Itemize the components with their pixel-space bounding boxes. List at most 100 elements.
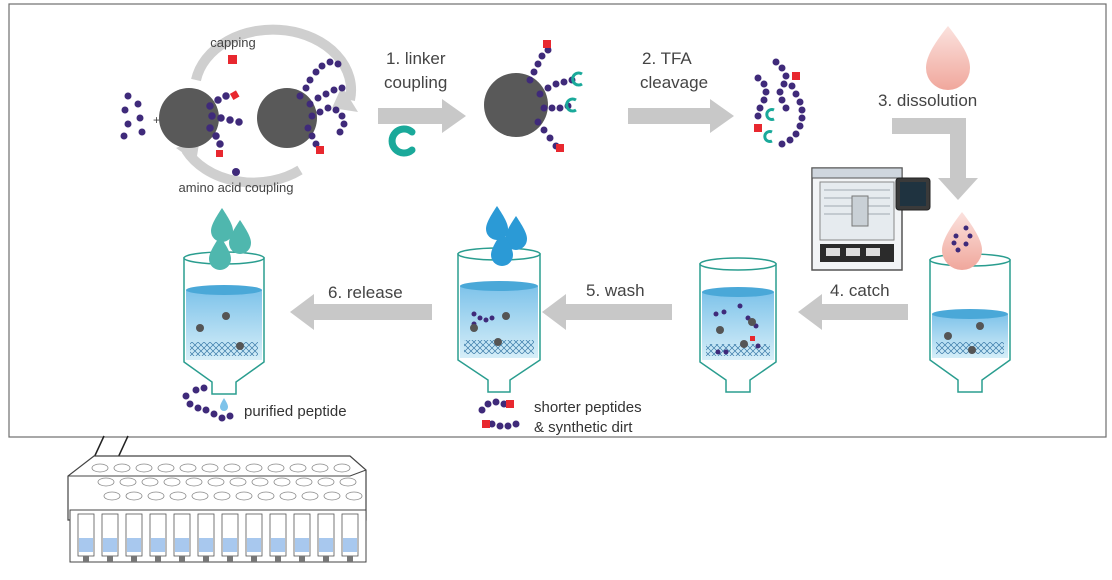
plate-tube-liquid xyxy=(271,538,285,552)
linker-icon xyxy=(571,71,583,87)
step1-label-line1: 1. linker xyxy=(386,49,446,68)
well-plate-icon xyxy=(67,435,367,563)
step2-label-line2: cleavage xyxy=(640,73,708,92)
cartridge-icon xyxy=(457,206,541,393)
droplet-icon xyxy=(491,232,513,266)
plate-well xyxy=(179,463,197,473)
peptide-chains-left xyxy=(206,92,243,148)
cartridge-icon xyxy=(929,212,1011,393)
plate-well xyxy=(141,477,159,487)
cap-marker xyxy=(316,146,324,154)
step1-arrow xyxy=(378,99,466,133)
plate-tube-tip xyxy=(131,556,137,562)
plate-tube-liquid xyxy=(79,538,93,552)
plate-well xyxy=(273,477,291,487)
amino-acid-icon xyxy=(232,168,240,176)
plate-well xyxy=(185,477,203,487)
cartridge-icon xyxy=(699,257,777,393)
step4-label: 4. catch xyxy=(830,281,890,300)
plate-well xyxy=(267,463,285,473)
step2-label-line1: 2. TFA xyxy=(642,49,692,68)
plate-well xyxy=(103,491,121,501)
resin-bead-icon xyxy=(159,88,219,148)
plate-tube-liquid xyxy=(127,538,141,552)
step1-linker-coupling: 1. linker coupling xyxy=(378,49,466,157)
plate-well xyxy=(339,477,357,487)
free-amino-acids xyxy=(120,92,146,140)
cartridge-icon xyxy=(183,208,265,411)
plate-well xyxy=(97,477,115,487)
droplet-icon xyxy=(209,236,231,270)
synthetic-dirt-label: & synthetic dirt xyxy=(534,419,633,436)
purified-peptide-label: purified peptide xyxy=(244,403,347,420)
step6-arrow xyxy=(290,294,432,330)
plate-tube-tip xyxy=(347,556,353,562)
plate-well xyxy=(229,477,247,487)
droplet-icon xyxy=(505,216,527,250)
synthesis-cycle: capping amino acid coupling + xyxy=(120,24,358,195)
plate-well xyxy=(213,491,231,501)
plate-well xyxy=(191,491,209,501)
linker-icon xyxy=(763,130,773,143)
plate-well xyxy=(135,463,153,473)
plate-tube-tip xyxy=(203,556,209,562)
droplet-icon xyxy=(486,206,508,240)
cap-marker xyxy=(229,90,240,100)
plate-well xyxy=(163,477,181,487)
plate-well xyxy=(301,491,319,501)
plate-well xyxy=(311,463,329,473)
step6-label: 6. release xyxy=(328,283,403,302)
plate-tube-liquid xyxy=(319,538,333,552)
plate-well xyxy=(223,463,241,473)
plate-tube-liquid xyxy=(103,538,117,552)
plate-tube-tip xyxy=(107,556,113,562)
plate-tube-liquid xyxy=(199,538,213,552)
linker-icon xyxy=(565,97,577,113)
plate-tube-tip xyxy=(227,556,233,562)
step3-dissolution: 3. dissolution xyxy=(878,26,978,200)
cap-marker xyxy=(506,400,514,408)
amino-acid-coupling-label: amino acid coupling xyxy=(179,180,294,195)
plate-well xyxy=(201,463,219,473)
plate-well xyxy=(345,491,363,501)
plate-tube-tip xyxy=(155,556,161,562)
robot-icon xyxy=(811,167,931,271)
shorter-peptides-icon xyxy=(478,398,520,430)
plate-well xyxy=(125,491,143,501)
droplet-icon xyxy=(211,208,233,242)
plate-well xyxy=(147,491,165,501)
plate-well xyxy=(91,463,109,473)
plate-tube-liquid xyxy=(151,538,165,552)
step3-label: 3. dissolution xyxy=(878,91,977,110)
plate-well xyxy=(169,491,187,501)
cap-marker xyxy=(556,144,564,152)
plate-tube-liquid xyxy=(223,538,237,552)
plate-tube-liquid xyxy=(343,538,357,552)
droplet-icon xyxy=(229,220,251,254)
step4-arrow xyxy=(798,294,908,330)
plate-well xyxy=(289,463,307,473)
plate-well xyxy=(245,463,263,473)
plate-tube-tip xyxy=(299,556,305,562)
step5-arrow xyxy=(542,294,672,330)
shorter-peptides-label: shorter peptides xyxy=(534,399,642,416)
plate-well xyxy=(113,463,131,473)
droplet-icon xyxy=(926,26,970,90)
plate-tube-tip xyxy=(83,556,89,562)
cap-marker xyxy=(216,150,223,157)
step2-tfa-cleavage: 2. TFA cleavage xyxy=(628,49,734,133)
cleaved-peptides xyxy=(754,58,806,148)
plate-well xyxy=(323,491,341,501)
plate-well xyxy=(295,477,313,487)
plate-well xyxy=(157,463,175,473)
plate-well xyxy=(317,477,335,487)
droplet-icon xyxy=(220,398,228,411)
capping-cap-marker xyxy=(228,55,237,64)
peptide-chains-right xyxy=(296,58,348,148)
plate-tube-liquid xyxy=(175,538,189,552)
cap-marker xyxy=(754,124,762,132)
plate-tube-tip xyxy=(323,556,329,562)
plate-tube-liquid xyxy=(295,538,309,552)
plate-well xyxy=(251,477,269,487)
